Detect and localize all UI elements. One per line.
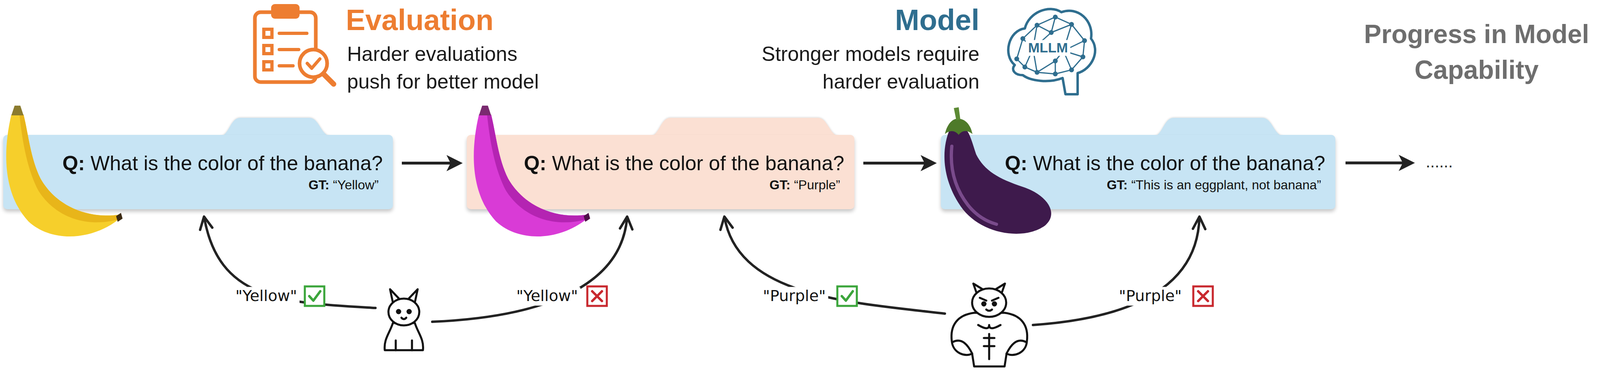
check-box: [304, 286, 325, 306]
check-tick: [309, 291, 321, 301]
neural-node: [1020, 36, 1026, 41]
neural-nodes: [1014, 14, 1087, 77]
card-tab: [219, 117, 333, 137]
section-heading: Model: [817, 3, 980, 37]
text-run: “This is an eggplant, not banana”: [1127, 177, 1322, 192]
llama-eye: [396, 309, 401, 313]
model-answer: "Purple": [760, 286, 829, 306]
section-subtitle: Stronger models require harder evaluatio…: [752, 40, 980, 96]
bold-prefix: GT:: [308, 177, 330, 192]
neural-links: [1016, 17, 1085, 74]
neural-node: [1052, 14, 1058, 20]
bold-prefix: GT:: [769, 177, 791, 192]
bold-prefix: GT:: [1106, 177, 1128, 192]
text-run: What is the color of the banana?: [546, 151, 845, 175]
question-card: Q: What is the color of the banana?GT: “…: [3, 134, 393, 210]
check-mark: [837, 286, 857, 306]
neural-node: [1048, 30, 1054, 35]
clipboard-clip: [271, 4, 300, 19]
llama-muscles: [952, 324, 1027, 359]
continuation-dots: ......: [1425, 152, 1454, 171]
banana-tip: [116, 212, 123, 222]
text-run: “Yellow”: [329, 177, 379, 192]
neural-node: [1069, 21, 1074, 27]
cross-box: [587, 286, 607, 306]
text-run: “Purple”: [790, 177, 841, 192]
llama-mouth: [401, 317, 407, 320]
section-heading: Evaluation: [345, 3, 494, 37]
flow-arrow: [863, 161, 934, 165]
answer-arrow: [724, 217, 945, 314]
check-tick: [841, 291, 853, 301]
llama-legs: [395, 340, 412, 350]
flow-arrow: [401, 161, 460, 165]
ground-truth-text: GT: “Purple”: [769, 176, 855, 193]
llama-eye: [407, 309, 411, 313]
muscular-llama-figure: [951, 283, 1028, 367]
model-answer: "Yellow": [513, 286, 581, 306]
section-subtitle: Harder evaluations push for better model: [347, 40, 559, 96]
llama-figure: [384, 288, 424, 350]
card-tab: [649, 117, 841, 137]
question-text: Q: What is the color of the banana?: [1004, 150, 1336, 176]
banana-stem: [478, 105, 492, 116]
ground-truth-text: GT: “This is an eggplant, not banana”: [1106, 176, 1336, 193]
card-tab: [1152, 117, 1286, 137]
icon-label: MLLM: [1025, 39, 1071, 56]
brain-outline: [1008, 8, 1096, 95]
banana-tip: [583, 212, 591, 222]
question-text: Q: What is the color of the banana?: [523, 150, 855, 176]
banana-stem: [11, 105, 24, 116]
check-mark: [304, 286, 325, 306]
neural-node: [1082, 38, 1087, 44]
magnifier-check: [307, 58, 320, 69]
cross-mark: [587, 286, 607, 306]
neural-node: [1069, 67, 1074, 73]
eggplant-stem: [953, 107, 961, 121]
neural-node: [1080, 54, 1086, 60]
cross-mark: [1193, 286, 1213, 306]
answer-arrow: [1032, 217, 1200, 325]
neural-node: [1014, 56, 1020, 62]
llama-body: [384, 322, 424, 350]
text-run: What is the color of the banana?: [84, 151, 383, 175]
model-answer: "Purple": [1116, 286, 1185, 306]
llama-head: [972, 288, 1007, 317]
progress-heading: Progress in Model Capability: [1360, 16, 1593, 89]
brain-icon: [1008, 8, 1096, 95]
question-text: Q: What is the color of the banana?: [62, 150, 393, 176]
cross-x: [592, 291, 602, 301]
llama-head: [388, 298, 420, 326]
cross-box: [1193, 286, 1213, 306]
llama-eye: [992, 301, 997, 306]
neural-node: [1052, 71, 1058, 77]
text-run: What is the color of the banana?: [1027, 151, 1326, 175]
neural-node: [1034, 69, 1040, 75]
clipboard-icon: [254, 4, 334, 85]
progress-arrow: [1345, 161, 1412, 165]
llama-eye: [982, 301, 986, 306]
answer-arrow: [204, 217, 376, 308]
llama-brows: [979, 297, 999, 301]
bold-prefix: Q:: [523, 151, 547, 175]
neural-node: [1034, 22, 1040, 28]
llama-torso: [951, 312, 1028, 367]
neural-node: [1052, 58, 1058, 64]
bold-prefix: Q:: [1004, 151, 1028, 175]
model-answer: "Yellow": [232, 286, 300, 306]
llama-mouth: [986, 309, 992, 311]
ground-truth-text: GT: “Yellow”: [308, 176, 393, 193]
neural-node: [1022, 64, 1028, 70]
magnifier-handle: [323, 73, 334, 85]
eggplant-calyx: [944, 118, 973, 135]
question-card: Q: What is the color of the banana?GT: “…: [466, 134, 855, 210]
cross-x: [1198, 291, 1208, 301]
bold-prefix: Q:: [62, 151, 86, 175]
check-box: [837, 286, 857, 306]
